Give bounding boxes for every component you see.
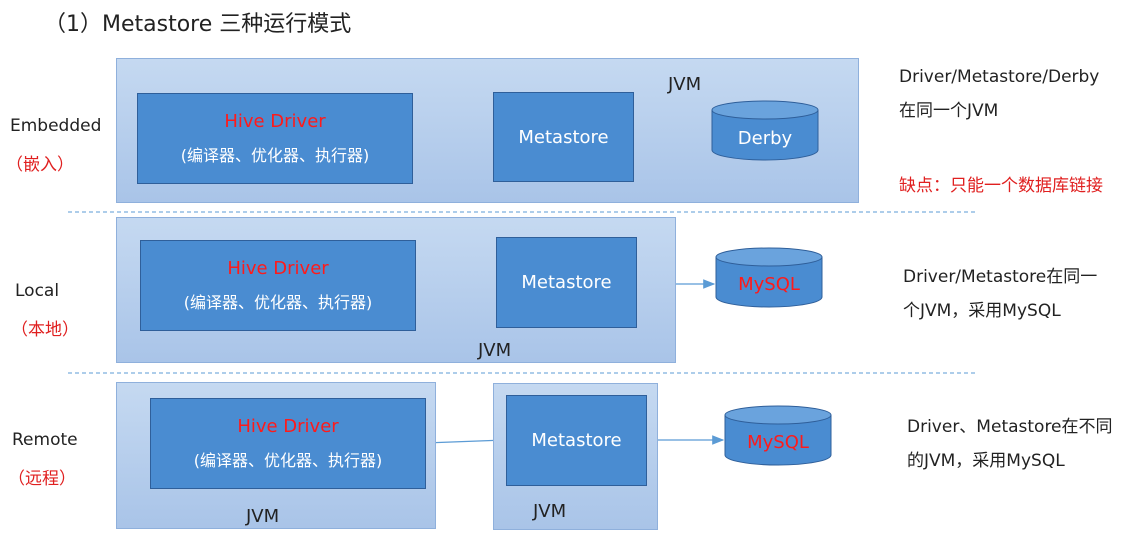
jvm-label-embedded: JVM: [668, 74, 702, 95]
hive-driver-title: Hive Driver: [224, 111, 326, 132]
hive-driver-subtitle: (编译器、优化器、执行器): [183, 293, 373, 312]
jvm-label-local: JVM: [478, 340, 512, 361]
database-cylinder-remote: [724, 405, 832, 466]
note-embedded-line2: 在同一个JVM: [899, 101, 999, 121]
metastore-label: Metastore: [518, 126, 609, 148]
hive-driver-box-remote: Hive Driver (编译器、优化器、执行器): [150, 398, 426, 489]
mode-label-remote: Remote: [12, 430, 78, 450]
database-cylinder-embedded: [711, 100, 819, 161]
hive-driver-subtitle: (编译器、优化器、执行器): [180, 146, 370, 165]
note-remote-line2: 的JVM，采用MySQL: [907, 451, 1065, 471]
database-cylinder-local: [715, 247, 823, 308]
arrow-driver-to-metastore-3: [424, 435, 507, 446]
note-remote-line1: Driver、Metastore在不同: [907, 417, 1113, 437]
hive-driver-box-embedded: Hive Driver (编译器、优化器、执行器): [137, 93, 413, 184]
jvm-label-remote-driver: JVM: [246, 506, 280, 527]
hive-driver-subtitle: (编译器、优化器、执行器): [193, 451, 383, 470]
jvm-label-remote-metastore: JVM: [533, 501, 567, 522]
hive-driver-box-local: Hive Driver (编译器、优化器、执行器): [140, 240, 416, 331]
database-label-local: MySQL: [738, 274, 800, 295]
database-label-remote: MySQL: [747, 432, 809, 453]
mode-sub-embedded: （嵌入）: [6, 155, 74, 175]
note-embedded-drawback: 缺点：只能一个数据库链接: [899, 176, 1103, 196]
metastore-box-embedded: Metastore: [493, 92, 634, 182]
note-embedded-line1: Driver/Metastore/Derby: [899, 67, 1100, 87]
hive-driver-title: Hive Driver: [227, 258, 329, 279]
database-label-embedded: Derby: [737, 128, 793, 149]
hive-driver-title: Hive Driver: [237, 416, 339, 437]
note-local-line2: 个JVM，采用MySQL: [903, 301, 1061, 321]
mode-label-embedded: Embedded: [10, 116, 102, 136]
metastore-box-remote: Metastore: [506, 395, 647, 486]
metastore-box-local: Metastore: [496, 237, 637, 328]
mode-sub-local: （本地）: [11, 320, 79, 340]
note-local-line1: Driver/Metastore在同一: [903, 267, 1098, 287]
mode-label-local: Local: [15, 281, 60, 301]
slide-title: （1）Metastore 三种运行模式: [44, 12, 352, 37]
metastore-label: Metastore: [531, 430, 622, 451]
metastore-label: Metastore: [521, 272, 612, 293]
mode-sub-remote: （远程）: [8, 469, 76, 489]
